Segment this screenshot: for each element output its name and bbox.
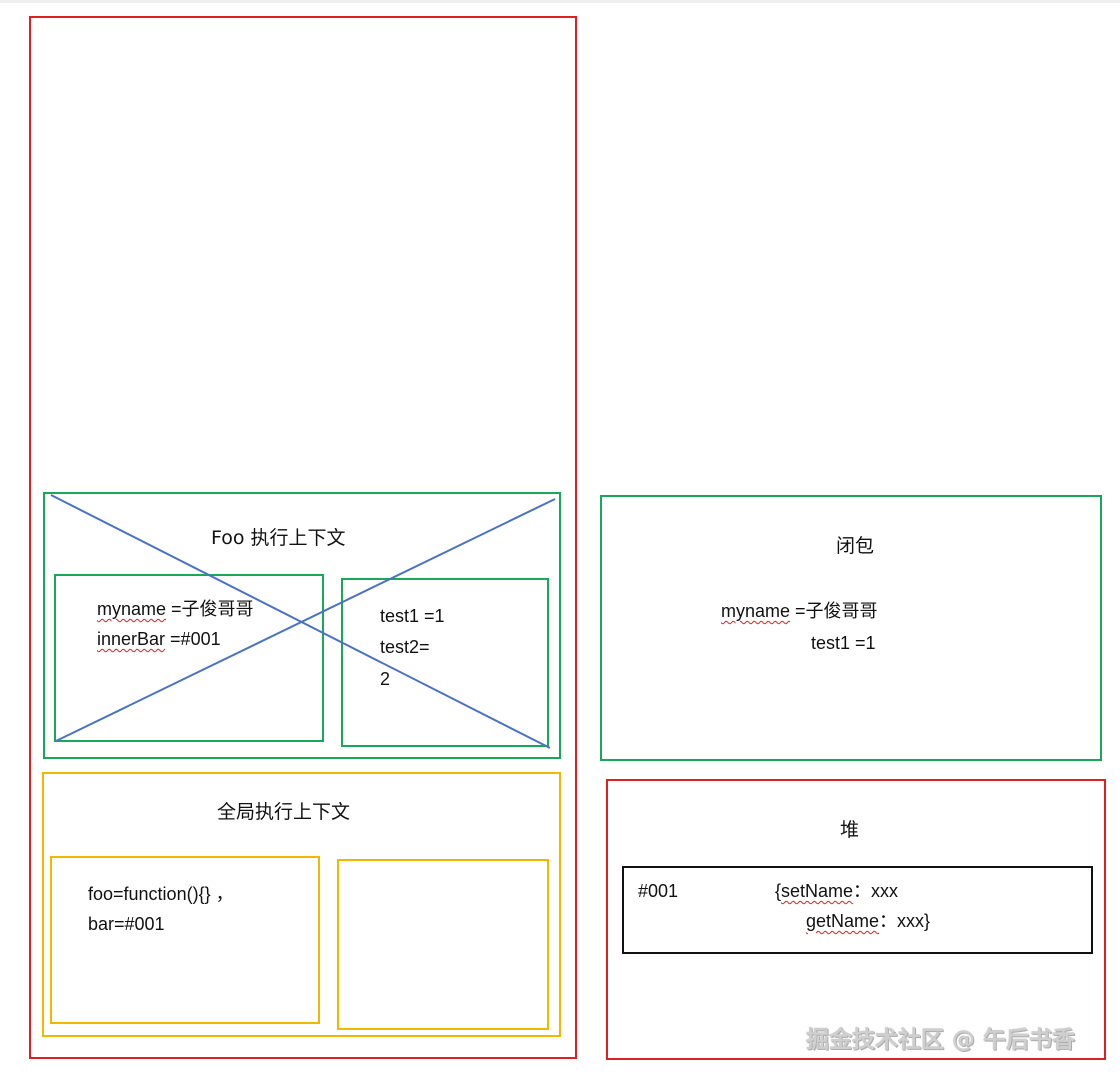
foo-innerbar-key: innerBar bbox=[97, 629, 166, 649]
global-foo-line: foo=function(){} ， bbox=[88, 884, 234, 904]
foo-execution-context bbox=[43, 492, 561, 759]
closure-myname-line: myname =子俊哥哥 bbox=[721, 600, 878, 622]
foo-context-title: Foo 执行上下文 bbox=[211, 527, 346, 549]
foo-myname-key: myname bbox=[97, 599, 167, 619]
global-context-title: 全局执行上下文 bbox=[217, 801, 351, 823]
foo-test2-value-line: 2 bbox=[380, 669, 391, 689]
watermark: 掘金技术社区 @ 午后书香 bbox=[806, 1027, 1076, 1053]
foo-test2-line: test2= bbox=[380, 637, 430, 657]
heap-title: 堆 bbox=[840, 819, 860, 841]
global-execution-context bbox=[42, 772, 561, 1037]
closure-box bbox=[600, 495, 1102, 761]
global-bar-line: bar=#001 bbox=[88, 914, 165, 934]
foo-test1-line: test1 =1 bbox=[380, 606, 445, 626]
foo-lexical-environment bbox=[341, 578, 549, 747]
global-lexical-environment bbox=[337, 859, 549, 1030]
call-stack-frame bbox=[29, 16, 577, 1059]
foo-myname-value: =子俊哥哥 bbox=[166, 599, 254, 619]
heap-setname-value: ：xxx bbox=[853, 881, 899, 901]
closure-test1-line: test1 =1 bbox=[811, 633, 876, 653]
heap-box bbox=[606, 779, 1106, 1060]
foo-myname-line: myname =子俊哥哥 bbox=[97, 598, 254, 620]
closure-title: 闭包 bbox=[836, 535, 875, 557]
heap-getname-value: ：xxx} bbox=[879, 911, 931, 931]
global-variable-environment bbox=[50, 856, 320, 1024]
closure-myname-key: myname bbox=[721, 601, 791, 621]
heap-object-001 bbox=[622, 866, 1093, 954]
heap-setname-line: {setName：xxx bbox=[775, 880, 898, 902]
heap-obj-open: { bbox=[775, 881, 782, 901]
foo-innerbar-line: innerBar =#001 bbox=[97, 628, 221, 650]
heap-getname-line: getName：xxx} bbox=[806, 910, 930, 932]
heap-getname-key: getName bbox=[806, 911, 880, 931]
top-divider bbox=[0, 0, 1120, 3]
heap-address: #001 bbox=[638, 881, 679, 901]
closure-myname-value: =子俊哥哥 bbox=[790, 601, 878, 621]
heap-setname-key: setName bbox=[781, 881, 854, 901]
foo-innerbar-value: =#001 bbox=[165, 629, 221, 649]
